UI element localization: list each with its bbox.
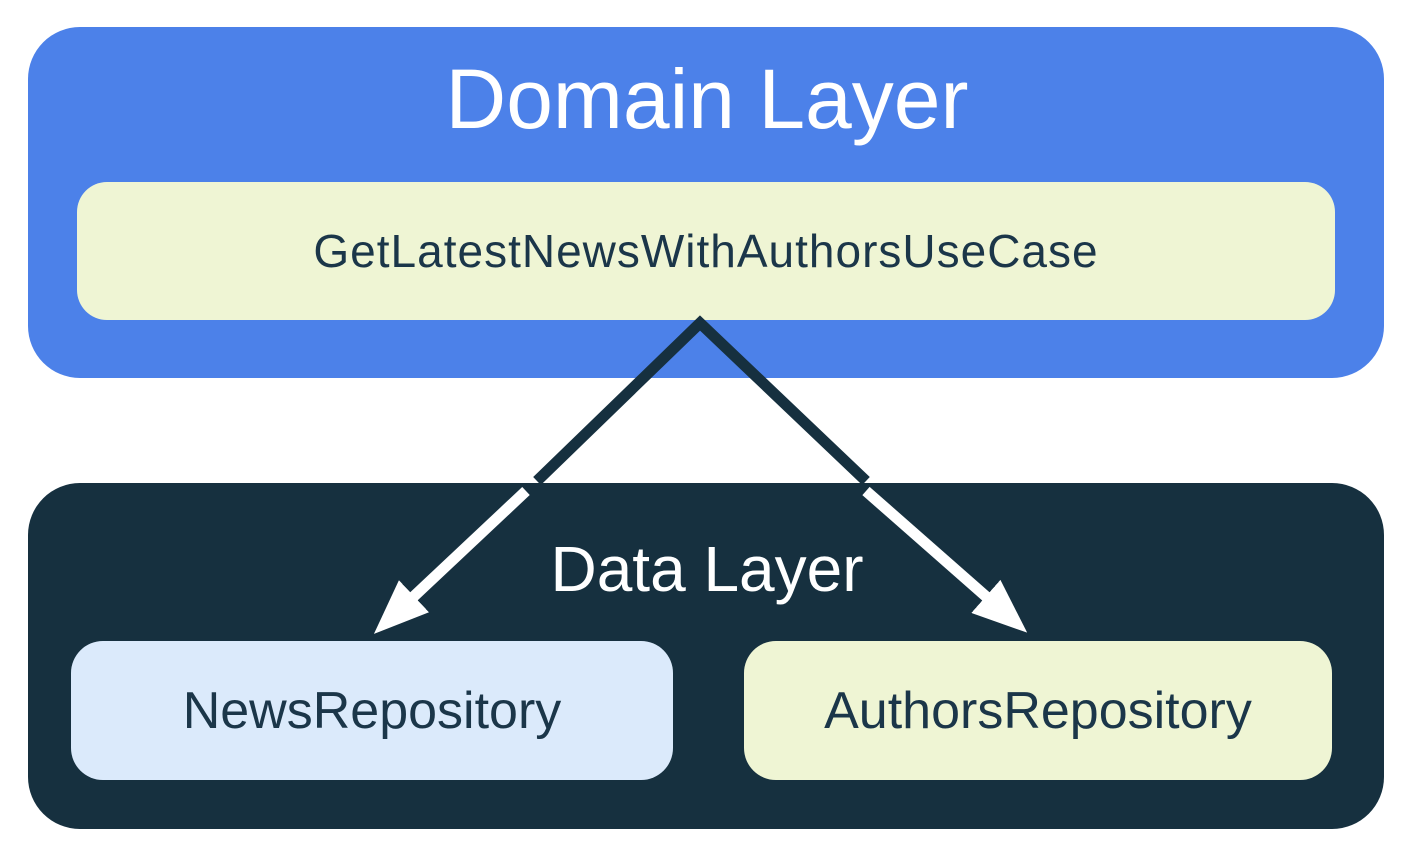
usecase-label: GetLatestNewsWithAuthorsUseCase	[313, 225, 1099, 277]
data-layer-title: Data Layer	[550, 533, 864, 605]
authors-repository-chip: AuthorsRepository	[744, 641, 1332, 780]
usecase-chip: GetLatestNewsWithAuthorsUseCase	[77, 182, 1335, 320]
domain-layer-title: Domain Layer	[445, 52, 969, 146]
news-repository-chip: NewsRepository	[71, 641, 673, 780]
authors-repository-label: AuthorsRepository	[824, 681, 1252, 740]
news-repository-label: NewsRepository	[182, 681, 562, 740]
